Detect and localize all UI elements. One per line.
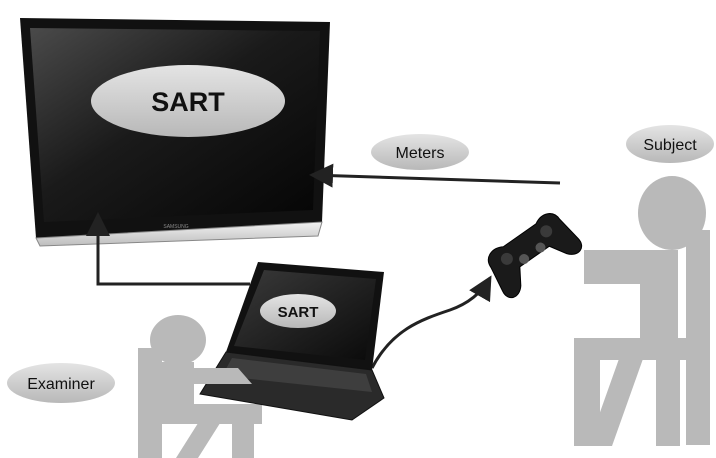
tv-monitor: SAMSUNG SART: [20, 18, 330, 247]
examiner-oval: [7, 363, 115, 403]
tv-brand-text: SAMSUNG: [163, 224, 188, 230]
tv-sart-oval: [91, 65, 285, 137]
arrow-laptop-to-controller: [370, 275, 492, 369]
tv-sart-label: SART: [151, 87, 225, 117]
game-controller-icon: [487, 213, 583, 299]
examiner-leg-slant: [176, 420, 222, 458]
examiner-figure: [138, 315, 262, 458]
meters-label: Meters: [371, 134, 469, 170]
subject-label: Subject: [626, 125, 714, 163]
arrows: [86, 163, 561, 369]
subject-seat: [574, 338, 710, 360]
subject-chair-back: [686, 230, 710, 445]
examiner-chair-back: [138, 348, 162, 458]
examiner-seat: [138, 404, 262, 424]
subject-oval: [626, 125, 714, 163]
arrow-laptop-to-tv: [86, 212, 250, 286]
examiner-arm: [160, 368, 252, 384]
laptop-sart-label: SART: [278, 304, 319, 321]
examiner-head: [150, 315, 206, 365]
laptop-sart-oval: [260, 294, 336, 328]
meters-text: Meters: [396, 145, 445, 162]
examiner-text: Examiner: [27, 376, 95, 393]
arrow-subject-to-tv: [309, 163, 561, 188]
subject-leg-slant: [588, 356, 644, 446]
examiner-leg-front: [232, 420, 254, 458]
subject-arm: [584, 250, 676, 284]
laptop: SART: [160, 262, 385, 421]
subject-figure: [574, 176, 710, 446]
tv-base: [35, 221, 323, 247]
meters-oval: [371, 134, 469, 170]
subject-leg-back: [656, 356, 680, 446]
examiner-label: Examiner: [7, 363, 115, 403]
subject-text: Subject: [643, 137, 697, 154]
